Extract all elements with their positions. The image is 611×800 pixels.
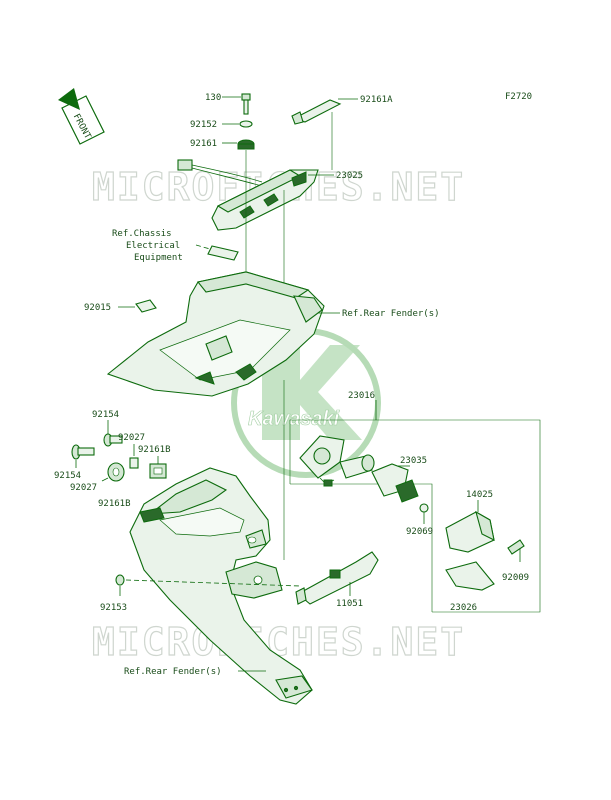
grommet-92161 [237,139,255,150]
label-92015: 92015 [84,303,111,313]
washer-92152 [239,120,253,128]
ref-rear-fender-upper: Ref.Rear Fender(s) [342,309,440,319]
clamp-92161A [291,99,342,125]
bolt-130 [241,93,251,115]
kawasaki-logo-text: Kawasaki [248,408,340,430]
label-23016: 23016 [348,391,375,401]
label-92027-b: 92027 [70,483,97,493]
figure-code: F2720 [505,92,532,102]
bulb-holder-23035 [371,463,419,503]
tail-light-housing-23025 [211,169,319,231]
screw-92009 [507,539,525,555]
kawasaki-logo: Kawasaki [231,328,381,478]
label-92152: 92152 [190,120,217,130]
ref-chassis-line3: Equipment [134,253,183,263]
grommet-92161B-a [149,463,167,479]
bracket-11051 [295,551,379,605]
label-92161B-b: 92161B [98,499,131,509]
rear-fender-upper [106,271,325,397]
ref-chassis-line1: Ref.Chassis [112,229,172,239]
label-92027-a: 92027 [118,433,145,443]
ref-rear-fender-lower: Ref.Rear Fender(s) [124,667,222,677]
label-92154-b: 92154 [54,471,81,481]
label-92009: 92009 [502,573,529,583]
lens-23026 [445,561,495,591]
label-23025: 23025 [336,171,363,181]
label-92154-a: 92154 [92,410,119,420]
bolt-92153 [115,574,125,586]
label-92161A: 92161A [360,95,393,105]
label-130: 130 [205,93,221,103]
label-23026: 23026 [450,603,477,613]
label-11051: 11051 [336,599,363,609]
clip-92015 [135,299,157,313]
label-92069: 92069 [406,527,433,537]
label-92153: 92153 [100,603,127,613]
label-14025: 14025 [466,490,493,500]
label-23035: 23035 [400,456,427,466]
rear-fender-lower [129,467,313,705]
label-92161B-a: 92161B [138,445,171,455]
chassis-band [207,245,239,261]
label-92161: 92161 [190,139,217,149]
front-arrow-icon: FRONT [58,88,105,145]
bolt-92154-b [71,444,95,460]
lens-cover-14025 [445,510,495,553]
spacer-92027-a [129,457,139,469]
bolt-92154-a [103,433,123,447]
wire-connector [177,159,263,187]
spacer-92027-b [107,462,125,482]
bulb-92069 [419,503,429,513]
lamp-socket-23016 [299,435,375,487]
ref-chassis-line2: Electrical [126,241,180,251]
